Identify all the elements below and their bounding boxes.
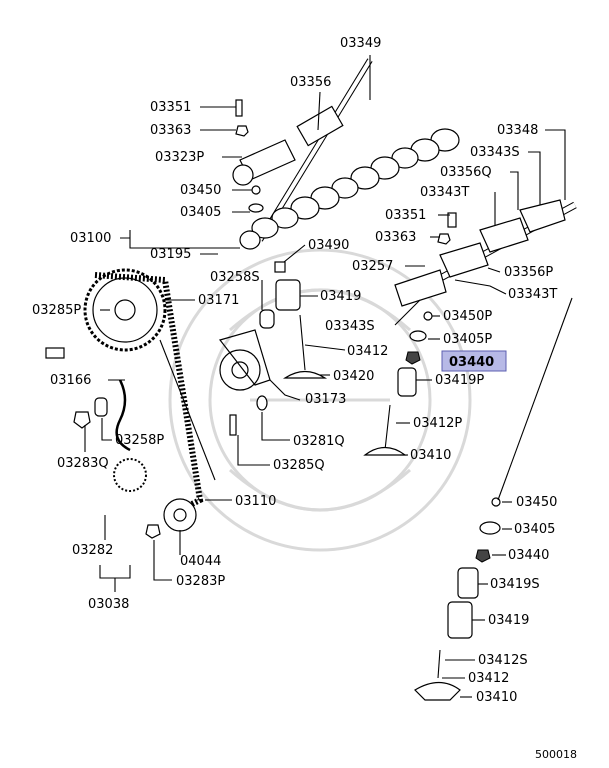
- nut-03283P: [145, 524, 161, 539]
- label-03419P: 03419P: [435, 373, 484, 388]
- valve-center: [275, 279, 417, 456]
- valve-03410-b: [414, 681, 461, 701]
- valve-stack-right: [414, 497, 501, 701]
- part-labels: 03349 03356 03351 03363 03323P 03450 034…: [32, 36, 577, 761]
- label-03110: 03110: [235, 494, 276, 509]
- spring-03419-b: [447, 601, 473, 639]
- nut-03283Q: [73, 411, 91, 429]
- label-03440-b: 03440: [508, 548, 549, 563]
- cam-lobes: [239, 128, 460, 250]
- spring-03419: [275, 279, 301, 311]
- pin-03351-b: [447, 212, 457, 228]
- pin-03351: [235, 99, 243, 117]
- label-03410-b: 03410: [476, 690, 517, 705]
- diagram-id: 500018: [535, 748, 577, 761]
- label-03257: 03257: [352, 259, 393, 274]
- label-03285P: 03285P: [32, 303, 81, 318]
- label-03412P: 03412P: [413, 416, 462, 431]
- label-03405P: 03405P: [443, 332, 492, 347]
- label-03356P: 03356P: [504, 265, 553, 280]
- label-03351-b: 03351: [385, 208, 426, 223]
- nut-03363: [235, 125, 249, 137]
- label-03100: 03100: [70, 231, 111, 246]
- leader-lines: [84, 55, 573, 698]
- label-03450: 03450: [180, 183, 221, 198]
- label-03351: 03351: [150, 100, 191, 115]
- label-03412S: 03412S: [478, 653, 528, 668]
- washer-03405P: [409, 330, 427, 342]
- nut-03440: [405, 351, 421, 365]
- label-03282: 03282: [72, 543, 113, 558]
- spacer-03258P: [94, 397, 108, 417]
- nut-03450P: [423, 311, 433, 321]
- label-03173: 03173: [305, 392, 346, 407]
- label-03356: 03356: [290, 75, 331, 90]
- label-03356Q: 03356Q: [440, 165, 492, 180]
- label-03166: 03166: [50, 373, 91, 388]
- label-03323P: 03323P: [155, 150, 204, 165]
- label-03419: 03419: [320, 289, 361, 304]
- label-03412: 03412: [347, 344, 388, 359]
- label-03419S: 03419S: [490, 577, 540, 592]
- label-03450-b: 03450: [516, 495, 557, 510]
- label-03281Q: 03281Q: [293, 434, 345, 449]
- valve-03410: [363, 446, 407, 456]
- label-03348: 03348: [497, 123, 538, 138]
- label-03349: 03349: [340, 36, 381, 51]
- plug-03490: [274, 261, 286, 273]
- label-04044: 04044: [180, 554, 221, 569]
- label-03343S-top: 03343S: [470, 145, 520, 160]
- spacer-03258S: [259, 309, 275, 329]
- label-03412-b: 03412: [468, 671, 509, 686]
- washer-03405-b: [479, 521, 501, 535]
- label-03258P: 03258P: [115, 433, 164, 448]
- label-03285Q: 03285Q: [273, 458, 325, 473]
- label-03283P: 03283P: [176, 574, 225, 589]
- bolt-03285P: [45, 347, 65, 359]
- timing-drive: [45, 268, 275, 539]
- label-03038: 03038: [88, 597, 129, 612]
- rocker-shaft-assembly: [394, 199, 577, 365]
- spring-03419S: [457, 567, 479, 599]
- valve-03420: [282, 370, 328, 379]
- washer-03405: [248, 203, 264, 213]
- label-03195: 03195: [150, 247, 191, 262]
- nut-03450: [251, 185, 261, 195]
- label-03410: 03410: [410, 448, 451, 463]
- camshaft-assembly: [232, 58, 460, 273]
- label-03171: 03171: [198, 293, 239, 308]
- nut-03363-b: [437, 233, 451, 245]
- washer-03281Q: [256, 395, 268, 411]
- label-03440-highlighted: 03440: [449, 355, 494, 370]
- label-03490: 03490: [308, 238, 349, 253]
- label-03343T-b: 03343T: [508, 287, 557, 302]
- label-03343T-top: 03343T: [420, 185, 469, 200]
- spring-03419P: [397, 367, 417, 397]
- label-03420: 03420: [333, 369, 374, 384]
- label-03419-b: 03419: [488, 613, 529, 628]
- label-03363-b: 03363: [375, 230, 416, 245]
- label-03363: 03363: [150, 123, 191, 138]
- label-03405-b: 03405: [514, 522, 555, 537]
- label-03343S-b: 03343S: [325, 319, 375, 334]
- nut-03440-b: [475, 549, 491, 563]
- bolt-03285Q: [229, 414, 237, 436]
- watermark-emblem: [168, 248, 472, 552]
- highlight-box-03440: [441, 350, 507, 372]
- label-03258S: 03258S: [210, 270, 260, 285]
- label-03450P: 03450P: [443, 309, 492, 324]
- label-03405: 03405: [180, 205, 221, 220]
- label-03283Q: 03283Q: [57, 456, 109, 471]
